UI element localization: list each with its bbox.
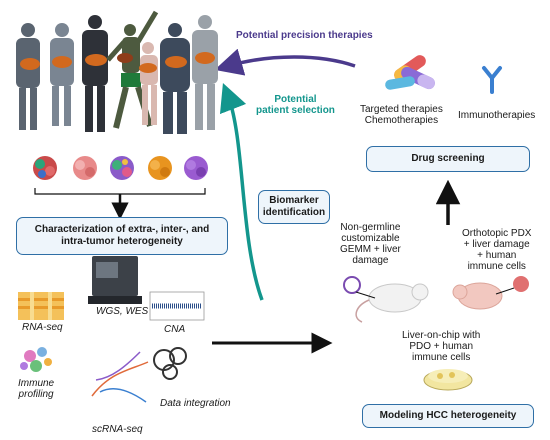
immune-profiling-line-1: Immune bbox=[18, 378, 55, 389]
modeling-label: Modeling HCC heterogeneity bbox=[379, 410, 517, 421]
wgs-wes-label: WGS, WES bbox=[96, 306, 149, 317]
characterization-line-1: Characterization of extra-, inter-, and bbox=[34, 224, 210, 235]
mouse-icon bbox=[343, 276, 429, 323]
orthotopic-line-2: + liver damage bbox=[463, 239, 530, 250]
characterization-line-2: intra-tumor heterogeneity bbox=[61, 236, 183, 247]
biomarker-box: Biomarker identification bbox=[258, 190, 330, 224]
immune-profiling-umap-icon bbox=[20, 347, 52, 372]
targeted-line-2: Chemotherapies bbox=[364, 115, 439, 126]
precision-arrow bbox=[214, 48, 356, 76]
modeling-box: Modeling HCC heterogeneity bbox=[362, 404, 534, 428]
biomarker-line-1: Biomarker bbox=[269, 195, 319, 206]
scrna-seq-trajectory-icon bbox=[91, 351, 149, 403]
patient-selection-arrow bbox=[219, 82, 264, 301]
gears-brain-icon bbox=[153, 347, 187, 380]
cna-label: CNA bbox=[164, 324, 186, 335]
patient-selection-line-1: Potential bbox=[274, 94, 317, 105]
nongermline-line-3: GEMM + liver bbox=[340, 244, 401, 255]
orthotopic-label: Orthotopic PDX + liver damage + human im… bbox=[462, 228, 531, 272]
immune-profiling-line-2: profiling bbox=[18, 389, 54, 400]
patient-selection-label: Potential patient selection bbox=[256, 94, 335, 116]
capsules-icon bbox=[385, 55, 435, 90]
drug-screening-label: Drug screening bbox=[411, 153, 485, 164]
scrna-seq-label: scRNA-seq bbox=[92, 424, 143, 435]
orthotopic-line-3: + human bbox=[477, 250, 517, 261]
liver-chip-label: Liver-on-chip with PDO + human immune ce… bbox=[402, 330, 480, 363]
petri-dish-icon bbox=[423, 369, 473, 391]
mouse-icon-nude bbox=[452, 276, 529, 310]
nongermline-label: Non-germline customizable GEMM + liver d… bbox=[340, 222, 401, 266]
liver-chip-line-3: immune cells bbox=[412, 352, 471, 363]
tumor-bracket bbox=[34, 188, 206, 195]
cna-plot-icon bbox=[149, 291, 205, 321]
orthotopic-line-4: immune cells bbox=[467, 261, 526, 272]
nongermline-line-1: Non-germline bbox=[340, 222, 401, 233]
liver-chip-line-1: Liver-on-chip with bbox=[402, 330, 481, 341]
drug-screening-box: Drug screening bbox=[366, 146, 530, 172]
patient-selection-line-2: patient selection bbox=[256, 105, 335, 116]
characterization-box: Characterization of extra-, inter-, and … bbox=[16, 217, 228, 255]
precision-therapies-label: Potential precision therapies bbox=[236, 30, 373, 41]
liver-chip-line-2: PDO + human bbox=[409, 341, 474, 352]
rna-seq-label: RNA-seq bbox=[22, 322, 63, 333]
orthotopic-line-1: Orthotopic PDX bbox=[462, 228, 532, 239]
nongermline-line-2: customizable bbox=[341, 233, 400, 244]
antibody-icon bbox=[482, 66, 502, 94]
data-integration-label: Data integration bbox=[160, 398, 231, 409]
nongermline-line-4: damage bbox=[352, 255, 389, 266]
tumor-cluster-icon bbox=[33, 156, 208, 180]
rna-seq-heatmap-icon bbox=[18, 292, 64, 320]
sequencer-icon bbox=[88, 256, 142, 304]
targeted-line-1: Targeted therapies bbox=[360, 104, 443, 115]
targeted-therapies-label: Targeted therapies Chemotherapies bbox=[360, 104, 443, 126]
immunotherapies-label: Immunotherapies bbox=[458, 110, 536, 121]
immune-profiling-label: Immune profiling bbox=[18, 378, 54, 400]
biomarker-line-2: identification bbox=[262, 207, 326, 218]
people-group-with-livers-icon bbox=[16, 10, 218, 134]
